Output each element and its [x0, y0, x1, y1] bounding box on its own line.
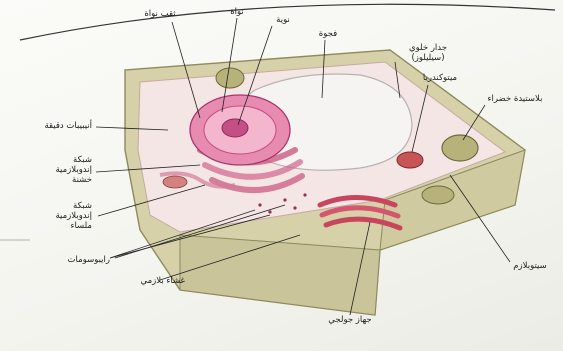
label-nucleus: نواة — [230, 7, 244, 17]
label-vacuole: فجوة — [319, 29, 337, 39]
label-chloroplast: بلاستيدة خضراء — [488, 94, 543, 104]
label-nucleolus: نوية — [276, 15, 290, 25]
chloroplast-shape-2 — [422, 186, 454, 204]
label-cell-wall: جدار خلوي — [409, 43, 447, 53]
label-smooth-er-1: شبكة — [73, 201, 92, 211]
label-smooth-er-3: ملساء — [70, 221, 92, 231]
mitochondrion-shape-2 — [163, 176, 187, 188]
label-plasma-membrane: غشاء بلازمي — [141, 276, 186, 286]
label-cytoplasm: سيتوبلازم — [513, 261, 546, 271]
chloroplast-shape-3 — [216, 68, 244, 88]
label-nuclear-pore: ثقب نواة — [144, 9, 176, 19]
label-cell-wall-sub: (سيليلوز) — [411, 53, 444, 63]
label-ribosomes: رايبوسومات — [68, 255, 110, 265]
nucleolus-shape — [222, 119, 248, 137]
label-rough-er-1: شبكة — [73, 155, 92, 165]
label-smooth-er-2: إندوبلازمية — [55, 211, 92, 221]
label-mitochondria: ميتوكندريا — [423, 73, 457, 83]
label-golgi: جهاز جولجي — [328, 315, 371, 325]
nucleus-shape — [190, 95, 290, 165]
chloroplast-shape — [442, 135, 478, 161]
label-rough-er-3: خشنة — [72, 175, 92, 185]
label-rough-er-2: إندوبلازمية — [55, 165, 92, 175]
mitochondrion-shape — [397, 152, 423, 168]
label-microtubules: أنيبيبات دقيقة — [44, 119, 92, 131]
